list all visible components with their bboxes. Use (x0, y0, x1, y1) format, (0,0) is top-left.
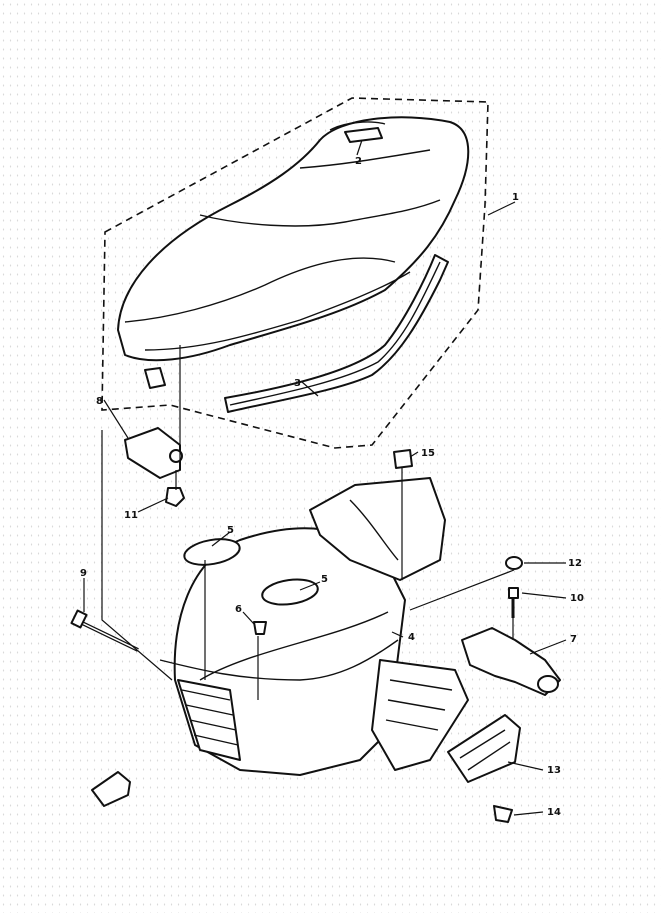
callout-2: 2 (355, 156, 362, 167)
callout-7: 7 (570, 634, 577, 645)
callout-5a: 5 (227, 525, 234, 536)
seat (117, 116, 470, 389)
callout-12: 12 (568, 558, 582, 569)
callout-5b: 5 (321, 574, 328, 585)
clip (91, 771, 131, 807)
compartment-grille (177, 679, 241, 761)
seat-lock-tab (344, 127, 383, 143)
callout-11: 11 (124, 510, 138, 521)
callout-14: 14 (547, 807, 561, 818)
seat-trim-strip (224, 254, 449, 413)
pad-left (183, 538, 241, 566)
seat-assembly-boundary (101, 97, 489, 449)
callout-6: 6 (235, 604, 242, 615)
callout-3: 3 (294, 378, 301, 389)
bolt-10 (508, 587, 519, 618)
hinge-nut (165, 487, 185, 507)
screw-14 (493, 805, 513, 823)
callout-4: 4 (408, 632, 415, 643)
cover-bracket (447, 714, 521, 783)
callout-1: 1 (512, 192, 519, 203)
fastener-15 (393, 449, 413, 469)
grommet (505, 556, 523, 570)
screw-6 (253, 621, 267, 635)
storage-compartment (159, 477, 469, 776)
pad-center (261, 578, 319, 606)
hinge-bracket (124, 427, 183, 479)
callout-8: 8 (96, 396, 103, 407)
callout-15: 15 (421, 448, 435, 459)
hinge-bolt (70, 609, 139, 652)
callout-9: 9 (80, 568, 87, 579)
callout-13: 13 (547, 765, 561, 776)
callout-10: 10 (570, 593, 584, 604)
seat-lock (461, 627, 561, 696)
